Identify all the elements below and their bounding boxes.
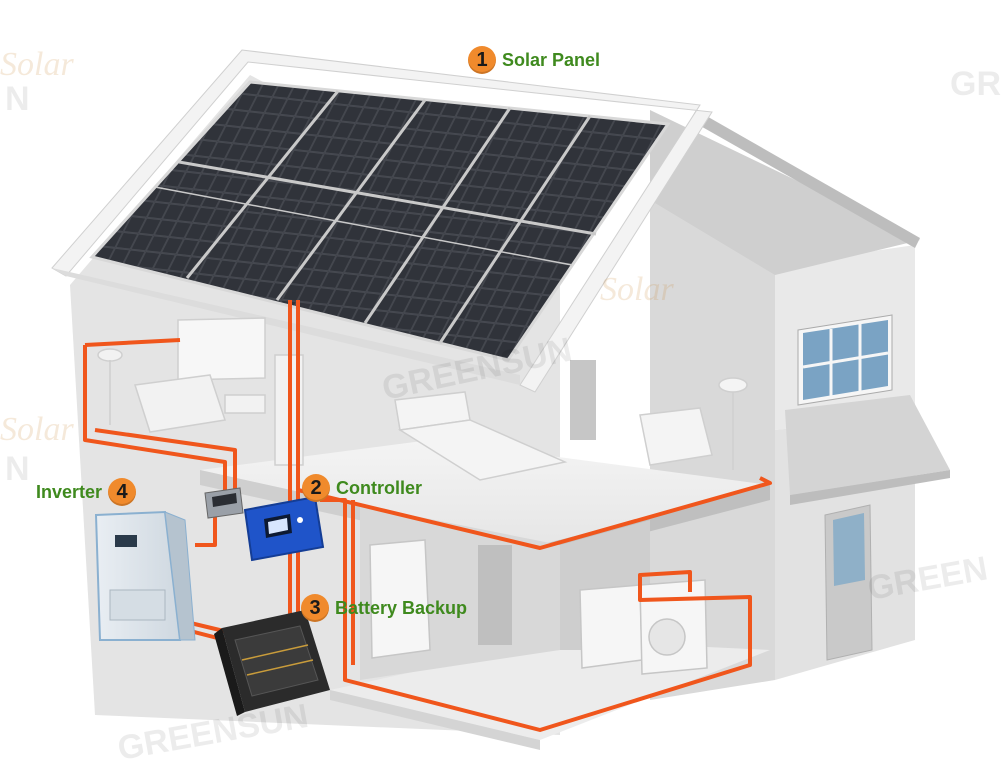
tv: [177, 317, 266, 381]
badge-2: 2: [302, 474, 330, 502]
controller-box: [243, 495, 325, 562]
watermark-script-1: Solar: [0, 46, 74, 83]
watermark-n-2: N: [5, 450, 30, 488]
label-solar-panel-text: Solar Panel: [502, 49, 601, 70]
inverter-cabinet: [94, 510, 196, 641]
badge-4: 4: [108, 478, 137, 506]
wiring: [83, 300, 772, 732]
sofa: [134, 374, 226, 433]
washer-door: [648, 618, 686, 656]
roof-edge: [51, 49, 713, 393]
side-gable-wall: [650, 200, 775, 700]
label-solar-panel: 1 Solar Panel: [468, 46, 600, 74]
right-roof: [650, 110, 920, 275]
watermark-n-1: N: [5, 80, 30, 118]
watermark-script-2: Solar: [600, 271, 674, 308]
solar-panel-array: [89, 80, 671, 362]
label-battery-backup: 3 Battery Backup: [301, 594, 467, 622]
charge-controller-meter: [204, 487, 244, 519]
watermark-script-3: Solar: [0, 411, 74, 448]
porch-awning: [785, 395, 950, 495]
refrigerator: [369, 539, 431, 659]
armchair: [639, 407, 713, 466]
label-battery-backup-text: Battery Backup: [335, 597, 468, 618]
badge-3: 3: [301, 594, 329, 622]
upper-floor: [200, 440, 770, 545]
door-window: [833, 513, 865, 586]
bedroom-lamp-shade: [718, 377, 748, 393]
ground-floor-appliances: [369, 539, 708, 675]
bed: [397, 419, 568, 481]
label-controller: 2 Controller: [302, 474, 422, 502]
label-inverter-text: Inverter: [36, 481, 103, 502]
badge-1: 1: [468, 46, 496, 74]
bedroom-furniture: [394, 377, 748, 481]
battery-unit: [214, 610, 330, 716]
watermark-partial-top: GR: [950, 65, 1001, 103]
coffee-table: [224, 394, 266, 414]
label-controller-text: Controller: [336, 477, 423, 498]
dryer: [579, 584, 643, 669]
label-inverter: Inverter 4: [36, 478, 137, 506]
floor-lamp-shade: [97, 348, 123, 362]
upper-window: [797, 314, 893, 406]
